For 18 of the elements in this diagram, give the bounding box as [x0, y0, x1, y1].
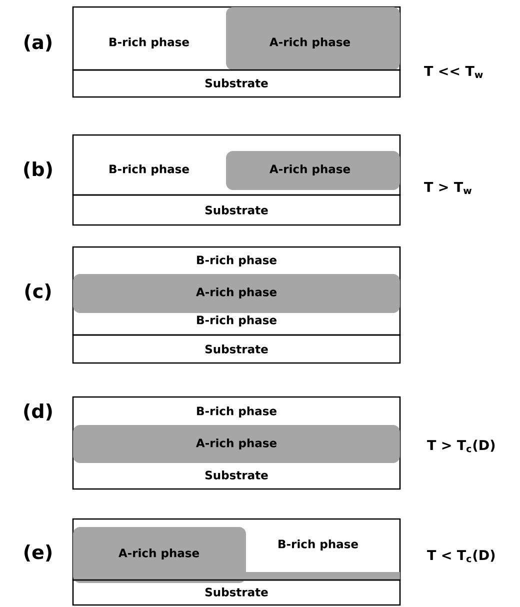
temperature-label: T > T$_{c}$(D) — [427, 440, 495, 452]
substrate-label: Substrate — [205, 470, 268, 480]
substrate-box: Substrate — [72, 69, 401, 98]
substrate-box: Substrate — [72, 334, 401, 364]
temperature-label: T << T$_{w}$ — [424, 66, 483, 78]
phase-box: A-rich phase — [73, 274, 400, 313]
temperature-label: T > T$_{w}$ — [424, 182, 472, 194]
substrate-box: Substrate — [72, 579, 401, 606]
temperature-label: T < T$_{c}$(D) — [427, 550, 495, 562]
panel-label: (a) — [24, 34, 52, 52]
phase-box: A-rich phase — [73, 425, 400, 463]
substrate-box: Substrate — [72, 194, 401, 226]
panel-label: (d) — [24, 404, 52, 420]
panel-label: (e) — [24, 544, 52, 562]
phase-box: A-rich phase — [226, 7, 400, 70]
phase-box: A-rich phase — [226, 151, 400, 190]
panel-label: (b) — [24, 162, 52, 178]
panel-label: (c) — [25, 284, 51, 300]
